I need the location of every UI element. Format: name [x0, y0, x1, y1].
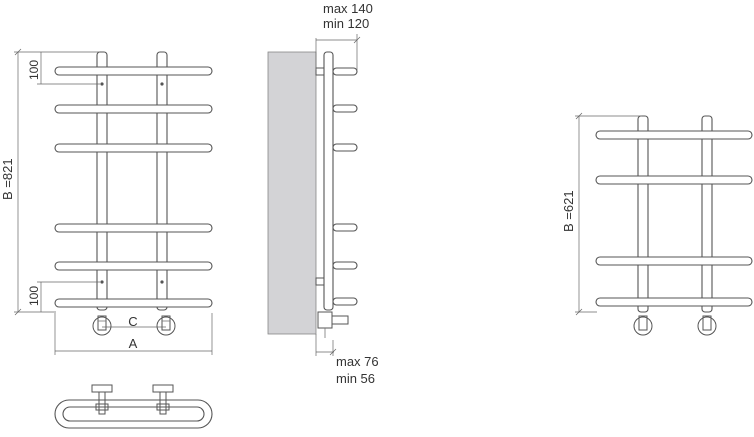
small-left-valve: [633, 315, 653, 336]
right-valve: [156, 315, 176, 336]
small-right-valve: [697, 315, 717, 336]
side-bracket-top: [315, 67, 325, 76]
wall: [267, 51, 317, 335]
bar-1: [54, 66, 213, 76]
bar-4: [54, 223, 213, 233]
small-height-label: B =621: [561, 190, 576, 232]
height-label: B =821: [0, 158, 15, 200]
bar-2: [54, 104, 213, 114]
bar-6: [54, 298, 213, 308]
side-riser: [323, 51, 334, 311]
small-left-riser: [637, 115, 649, 313]
side-view: max 140 min 120 max 76 min 56: [267, 1, 379, 386]
side-valve: [317, 311, 349, 338]
top-spacing-label: 100: [27, 60, 41, 80]
small-height-dimension: B =621: [561, 112, 642, 316]
right-riser: [156, 51, 168, 311]
top-view-right-valve: [152, 384, 174, 415]
front-view: B =821 100 100 C A: [0, 48, 213, 355]
bottom-depth-max: max 76: [336, 354, 379, 369]
small-right-riser: [701, 115, 713, 313]
mount-point: [160, 280, 164, 284]
width-dimension: A: [54, 313, 213, 355]
width-label: A: [129, 336, 138, 351]
connection-spacing-label: C: [128, 314, 137, 329]
bottom-spacing-dimension: 100: [27, 281, 100, 312]
wall-distance-dimension: max 140 min 120: [315, 1, 373, 70]
bottom-spacing-label: 100: [27, 286, 41, 306]
small-bars: [595, 130, 753, 307]
mount-point: [100, 280, 104, 284]
small-front-view: B =621: [561, 112, 753, 336]
bottom-depth-min: min 56: [336, 371, 375, 386]
bar-5: [54, 261, 213, 271]
front-bars: [54, 66, 213, 308]
mount-point: [160, 82, 164, 86]
bar-3: [54, 143, 213, 153]
top-view-inner-loop: [62, 406, 205, 422]
connection-spacing-dimension: C: [102, 314, 166, 329]
top-spacing-dimension: 100: [27, 52, 100, 85]
height-dimension: B =821: [0, 48, 100, 316]
wall-distance-min: min 120: [323, 16, 369, 31]
left-valve: [92, 315, 112, 336]
bottom-depth-dimension: max 76 min 56: [315, 334, 379, 386]
side-bar-ends: [332, 67, 358, 306]
left-riser: [96, 51, 108, 311]
top-view: [54, 384, 213, 429]
side-bracket-bottom: [315, 277, 325, 286]
wall-distance-max: max 140: [323, 1, 373, 16]
mount-point: [100, 82, 104, 86]
top-view-left-valve: [91, 384, 113, 415]
